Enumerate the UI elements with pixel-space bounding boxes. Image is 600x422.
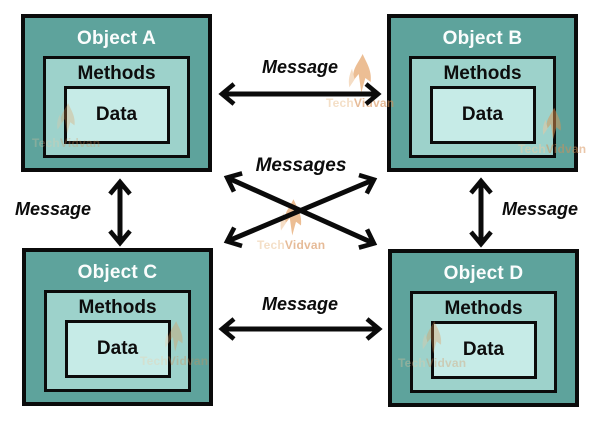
object-b-methods-box: Methods Data — [409, 56, 556, 158]
object-a-box: Object A Methods Data — [21, 14, 212, 172]
object-c-title: Object C — [77, 262, 158, 283]
message-label-a-c: Message — [15, 199, 92, 219]
object-b-data-label: Data — [461, 104, 504, 125]
arrow-a-d — [223, 171, 378, 250]
arrow-c-b — [223, 172, 378, 249]
techvidvan-logo-icon — [280, 199, 302, 236]
object-b-box: Object B Methods Data — [387, 14, 578, 172]
object-d-data-label: Data — [462, 339, 505, 360]
object-c-data-box: Data — [64, 320, 171, 378]
techvidvan-watermark-text: TechVidvan — [326, 96, 395, 110]
object-d-methods-box: Methods Data — [410, 291, 557, 393]
object-b-methods-label: Methods — [443, 63, 522, 84]
message-label-c-d: Message — [261, 294, 339, 314]
messages-label-center: Messages — [255, 155, 347, 176]
techvidvan-watermark: TechVidvan — [257, 198, 325, 252]
message-label-b-d: Message — [502, 199, 579, 219]
object-a-data-box: Data — [63, 86, 170, 144]
object-d-box: Object D Methods Data — [388, 249, 579, 407]
object-b-data-box: Data — [429, 86, 536, 144]
object-a-methods-label: Methods — [77, 63, 156, 84]
object-a-data-label: Data — [95, 104, 138, 125]
object-a-title: Object A — [76, 28, 157, 49]
object-a-methods-box: Methods Data — [43, 56, 190, 158]
object-c-methods-box: Methods Data — [44, 290, 191, 392]
object-d-methods-label: Methods — [444, 298, 523, 319]
object-c-box: Object C Methods Data — [22, 248, 213, 406]
object-d-title: Object D — [443, 263, 524, 284]
object-b-title: Object B — [442, 28, 523, 49]
object-c-methods-label: Methods — [78, 297, 157, 318]
message-label-a-b: Message — [261, 57, 339, 77]
techvidvan-watermark-text: TechVidvan — [257, 238, 326, 252]
object-c-data-label: Data — [96, 338, 139, 359]
object-d-data-box: Data — [430, 321, 537, 379]
